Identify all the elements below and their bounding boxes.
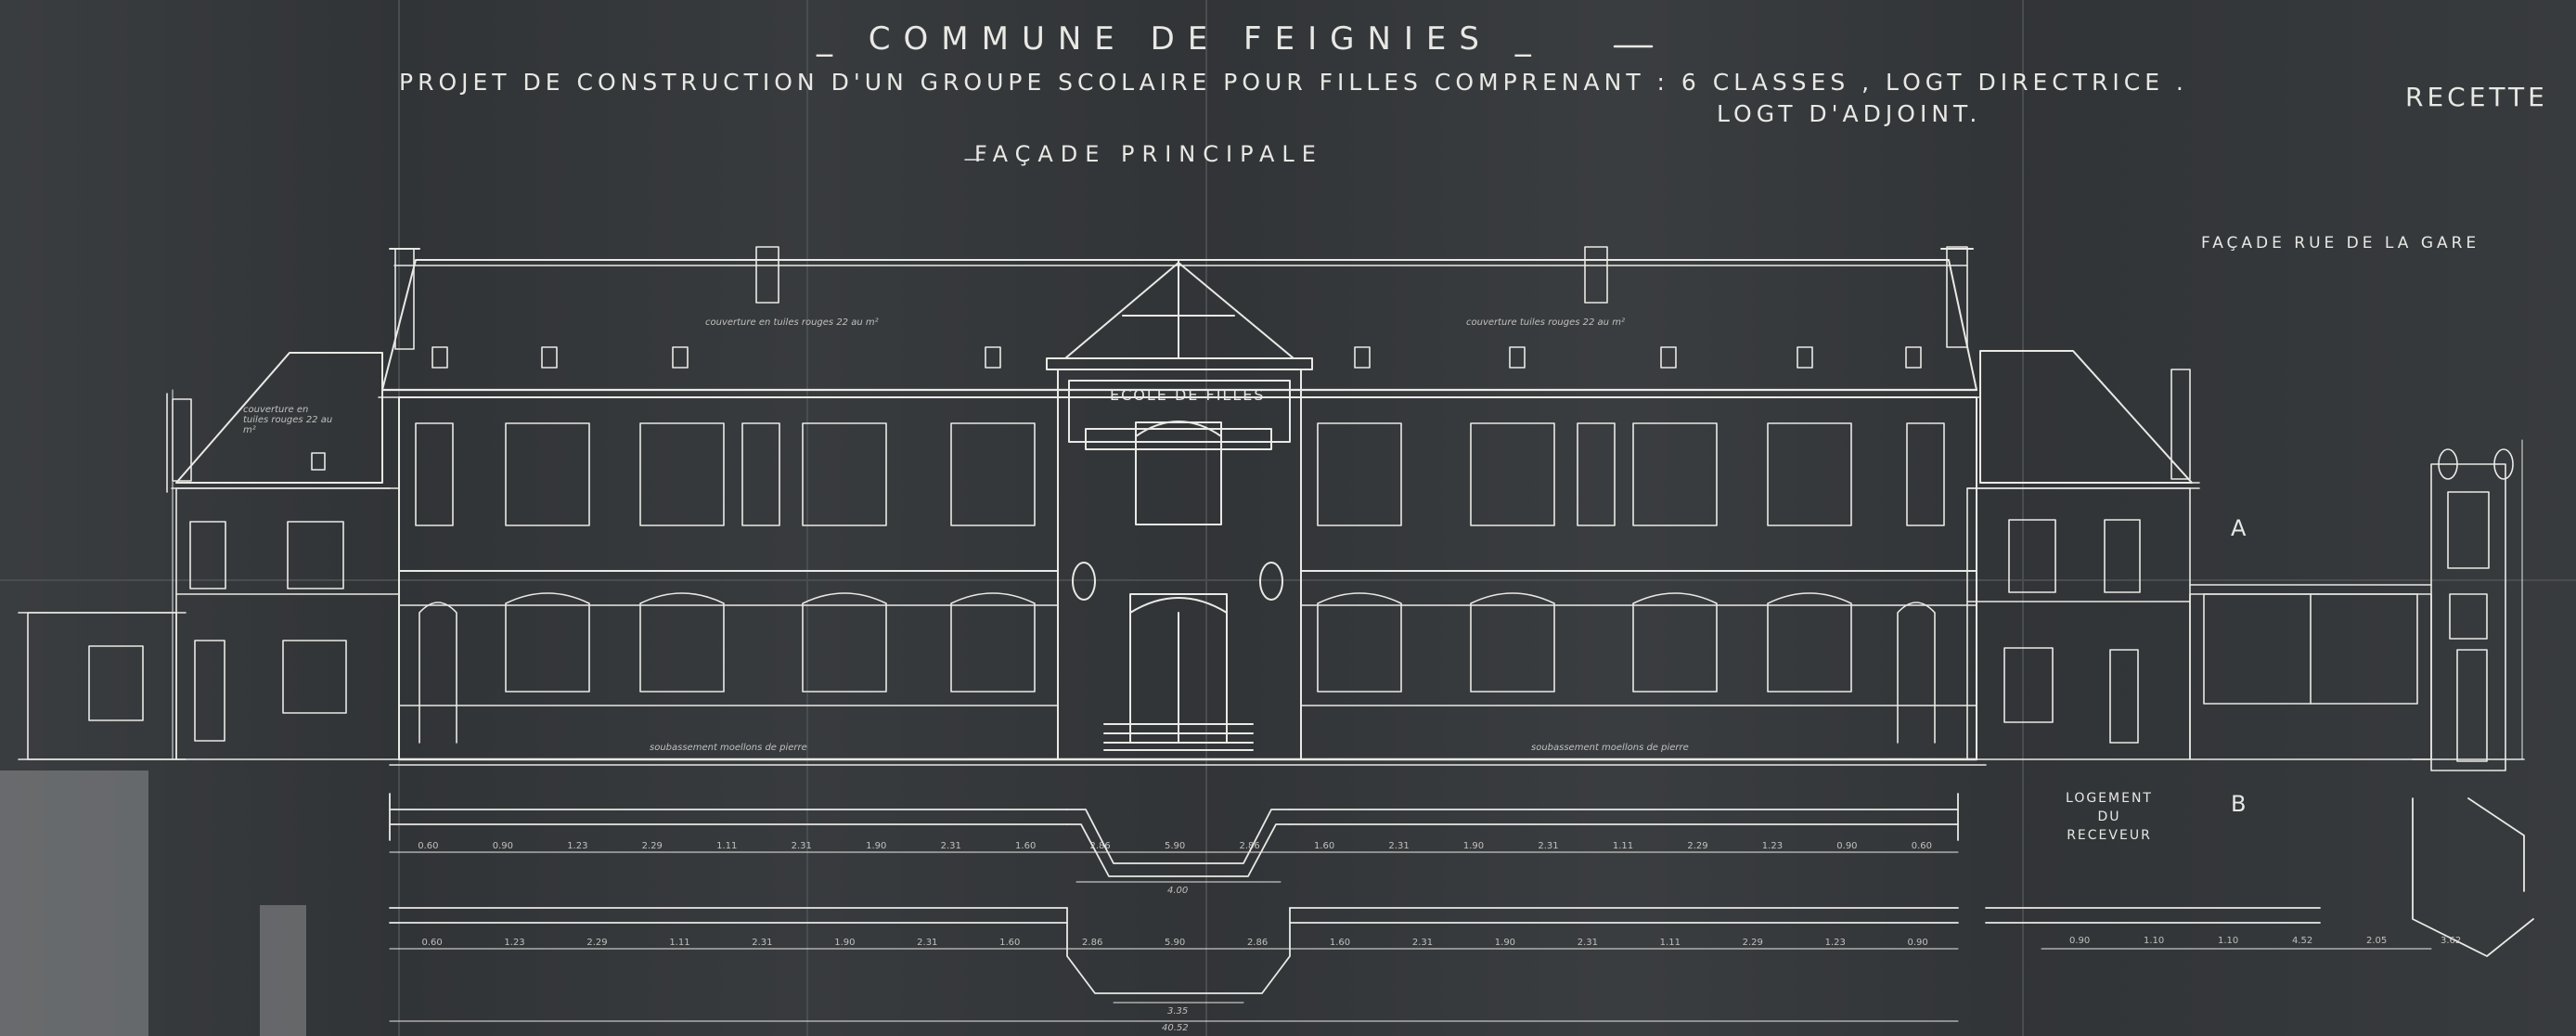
plan-bottom-dim: 1.11 bbox=[669, 938, 690, 948]
upper-windows-right bbox=[1317, 422, 1945, 526]
roof-note-wing: couverture en tuiles rouges 22 au m² bbox=[243, 405, 333, 435]
base-note-right: soubassement moellons de pierre bbox=[1531, 743, 1689, 753]
left-wing-body bbox=[18, 487, 400, 760]
plan-bottom-dim: 2.31 bbox=[1411, 938, 1434, 948]
side-dim: 4.52 bbox=[2292, 936, 2313, 946]
plan-top-dim: 1.11 bbox=[1612, 841, 1634, 851]
side-dim: 1.10 bbox=[2144, 936, 2165, 946]
right-wing-roof bbox=[1966, 350, 2200, 489]
right-wing-body bbox=[1966, 448, 2525, 771]
plan-top-dim: 5.90 bbox=[1165, 841, 1186, 851]
plan-bottom-dim: 2.29 bbox=[586, 938, 608, 948]
plan-top-dim: 1.90 bbox=[1462, 841, 1485, 851]
entrance-width: 4.00 bbox=[1167, 886, 1189, 896]
central-pavilion bbox=[1046, 259, 1313, 760]
upper-windows-left bbox=[415, 422, 1036, 526]
paper-damage-left bbox=[0, 771, 148, 1036]
lower-windows bbox=[419, 592, 1936, 744]
plan-bottom-dim: 1.60 bbox=[999, 938, 1021, 948]
plan-bottom-dim: 2.29 bbox=[1742, 938, 1763, 948]
plan-lower bbox=[389, 797, 2534, 994]
plan-bottom-dim: 2.31 bbox=[752, 938, 773, 948]
plan-bottom-dim: 2.31 bbox=[917, 938, 938, 948]
dimension-lines bbox=[389, 851, 2432, 1022]
total-length: 40.52 bbox=[1162, 1023, 1189, 1033]
commune-title: _ COMMUNE DE FEIGNIES _ bbox=[817, 20, 1544, 58]
plan-bottom-dim: 1.60 bbox=[1329, 938, 1351, 948]
plan-top-dim: 0.60 bbox=[1911, 841, 1933, 851]
roof-note-right: couverture tuiles rouges 22 au m² bbox=[1466, 317, 1625, 328]
receiver-housing-label: LOGEMENT DU RECEVEUR bbox=[2066, 791, 2153, 843]
side-dim: 3.62 bbox=[2441, 936, 2462, 946]
plan-bottom-dim: 1.11 bbox=[1659, 938, 1681, 948]
plan-top-dim: 1.23 bbox=[567, 841, 588, 851]
plan-top-dim: 1.90 bbox=[866, 841, 887, 851]
project-title-line1: PROJET DE CONSTRUCTION D'UN GROUPE SCOLA… bbox=[399, 69, 2188, 96]
side-dim: 0.90 bbox=[2069, 936, 2091, 946]
base-note-left: soubassement moellons de pierre bbox=[650, 743, 807, 753]
section-mark-b: B bbox=[2231, 791, 2252, 817]
section-mark-a: A bbox=[2231, 515, 2252, 541]
plan-top-dim: 2.86 bbox=[1089, 841, 1111, 851]
plan-bottom-dim: 0.60 bbox=[421, 938, 443, 948]
plan-top-dim: 2.29 bbox=[1687, 841, 1708, 851]
paper-damage-bottom bbox=[260, 905, 306, 1036]
plan-bottom-dim: 1.90 bbox=[834, 938, 856, 948]
plan-bottom-dim: 2.86 bbox=[1246, 938, 1269, 948]
plan-top-dim: 0.60 bbox=[418, 841, 439, 851]
plan-top-dim: 0.90 bbox=[1836, 841, 1858, 851]
station-street-facade-label: FAÇADE RUE DE LA GARE bbox=[2201, 234, 2480, 253]
plan-top-dim: 1.11 bbox=[716, 841, 738, 851]
plan-top-dim: 1.23 bbox=[1761, 841, 1784, 851]
plan-top-dim: 2.86 bbox=[1239, 841, 1260, 851]
main-facade-label: FAÇADE PRINCIPALE bbox=[974, 141, 1323, 167]
roof-note-left: couverture en tuiles rouges 22 au m² bbox=[705, 317, 879, 328]
porch-width: 3.35 bbox=[1167, 1006, 1189, 1017]
plan-top-dim: 1.60 bbox=[1015, 841, 1037, 851]
plan-top-dim: 2.31 bbox=[940, 841, 961, 851]
side-dim: 2.05 bbox=[2366, 936, 2388, 946]
level-markers bbox=[172, 389, 2523, 760]
plan-bottom-dim: 2.86 bbox=[1082, 938, 1103, 948]
plan-bottom-dim: 0.90 bbox=[1907, 938, 1928, 948]
plan-top-dim: 1.60 bbox=[1313, 841, 1335, 851]
plan-top-dim: 2.29 bbox=[641, 841, 663, 851]
plan-top-dim: 2.31 bbox=[1538, 841, 1559, 851]
school-sign: ECOLE DE FILLES bbox=[1110, 386, 1266, 404]
side-dim: 1.10 bbox=[2218, 936, 2239, 946]
plan-top-dim: 2.31 bbox=[1388, 841, 1410, 851]
plan-bottom-dim: 1.90 bbox=[1494, 938, 1516, 948]
plan-upper bbox=[389, 793, 1959, 877]
project-title-line2: LOGT D'ADJOINT. bbox=[1717, 100, 1982, 127]
recette-label: RECETTE bbox=[2405, 82, 2548, 112]
plan-bottom-dim: 2.31 bbox=[1577, 938, 1598, 948]
plan-top-dim: 0.90 bbox=[492, 841, 513, 851]
plan-bottom-dim: 5.90 bbox=[1165, 938, 1186, 948]
plan-top-dim: 2.31 bbox=[791, 841, 812, 851]
plan-bottom-dim: 1.23 bbox=[1824, 938, 1846, 948]
plan-bottom-dim: 1.23 bbox=[504, 938, 525, 948]
